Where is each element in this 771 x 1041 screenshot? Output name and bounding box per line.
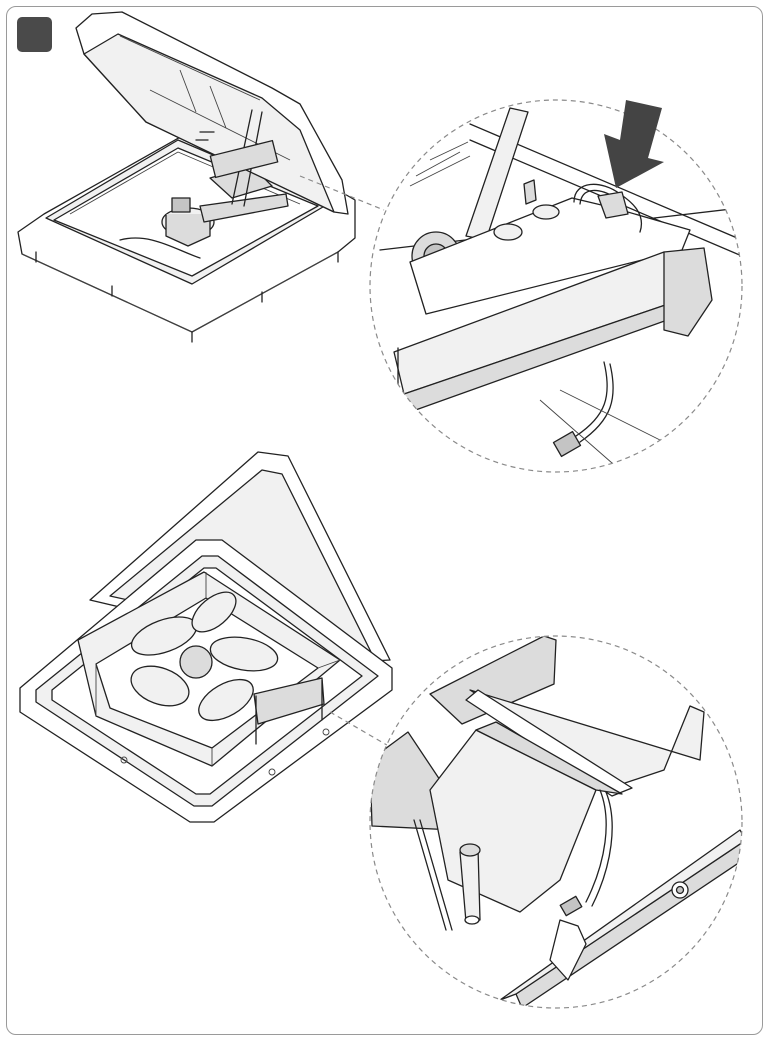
step-number-badge bbox=[17, 17, 52, 52]
down-arrow-icon bbox=[604, 100, 664, 188]
leader-line-bottom bbox=[329, 711, 393, 749]
vent-underside-illustration bbox=[19, 451, 393, 823]
bottom-detail-circle bbox=[369, 635, 743, 1009]
top-detail-circle bbox=[369, 99, 743, 473]
leader-line-top bbox=[299, 175, 385, 211]
top-detail-view bbox=[370, 100, 742, 472]
bottom-detail-view bbox=[370, 636, 742, 1008]
vent-lid-open-illustration bbox=[17, 11, 356, 343]
page-frame bbox=[6, 6, 763, 1035]
